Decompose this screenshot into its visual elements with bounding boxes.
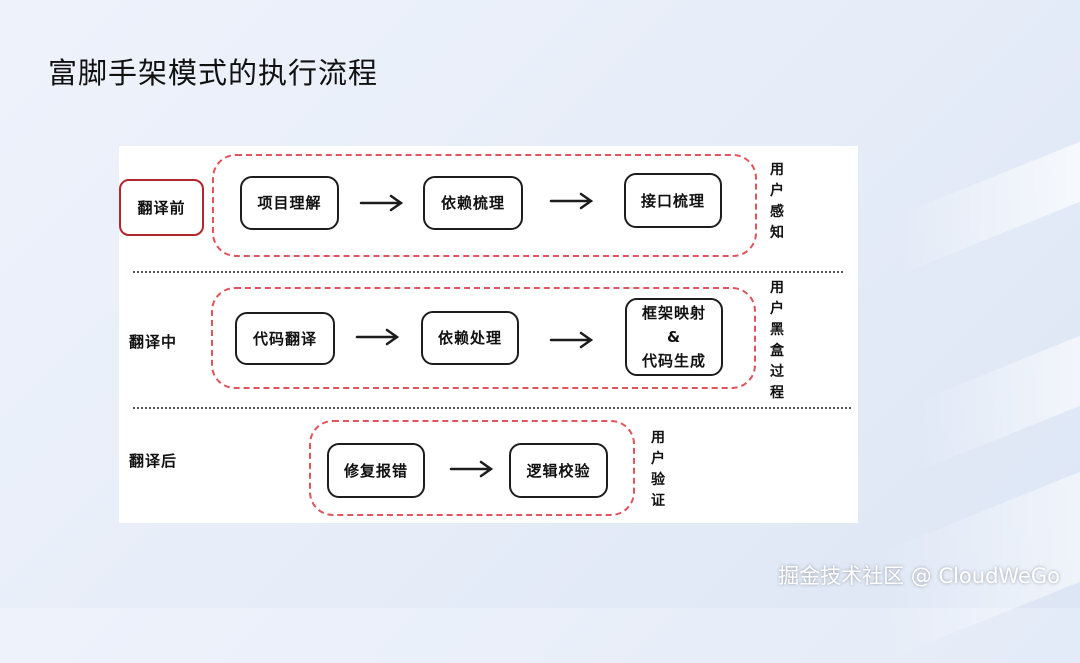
side-label-perception: 用户感知 bbox=[767, 160, 787, 244]
box-logic-verification: 逻辑校验 bbox=[509, 443, 608, 498]
row-separator bbox=[133, 271, 843, 273]
flow-diagram: 翻译前 项目理解 依赖梳理 接口梳理 用户感知 翻译中 代码翻译 依赖处理 框架… bbox=[119, 146, 858, 523]
box-dependency-sorting: 依赖梳理 bbox=[423, 176, 523, 230]
box-line: 代码生成 bbox=[641, 352, 706, 370]
side-label-text: 用户验证 bbox=[651, 430, 665, 509]
row-label-during: 翻译中 bbox=[129, 333, 178, 351]
arrow-right-icon bbox=[355, 328, 400, 346]
box-dependency-handling: 依赖处理 bbox=[421, 311, 519, 365]
arrow-right-icon bbox=[449, 460, 494, 478]
box-code-translation: 代码翻译 bbox=[235, 312, 335, 365]
group-after bbox=[309, 420, 635, 516]
arrow-right-icon bbox=[549, 331, 594, 349]
arrow-right-icon bbox=[549, 192, 594, 210]
arrow-right-icon bbox=[359, 194, 404, 212]
row-label-before: 翻译前 bbox=[119, 179, 204, 236]
box-interface-sorting: 接口梳理 bbox=[624, 173, 722, 228]
side-label-text: 用户黑盒过程 bbox=[770, 280, 784, 401]
box-line: 框架映射 bbox=[641, 304, 706, 322]
slide-title: 富脚手架模式的执行流程 bbox=[48, 56, 379, 90]
group-during bbox=[211, 287, 756, 389]
watermark: 掘金技术社区 @ CloudWeGo bbox=[778, 564, 1060, 588]
side-label-verification: 用户验证 bbox=[648, 428, 668, 512]
row-label-after: 翻译后 bbox=[129, 452, 178, 470]
background-decoration bbox=[920, 319, 1080, 471]
box-framework-mapping-codegen: 框架映射 & 代码生成 bbox=[625, 298, 723, 376]
group-before bbox=[212, 154, 757, 257]
box-line: & bbox=[666, 328, 682, 346]
background-decoration bbox=[900, 125, 1080, 275]
box-project-understanding: 项目理解 bbox=[240, 176, 339, 230]
side-label-blackbox: 用户黑盒过程 bbox=[767, 278, 787, 404]
background-decoration bbox=[880, 447, 1080, 663]
box-fix-errors: 修复报错 bbox=[327, 443, 425, 498]
row-separator bbox=[133, 407, 851, 409]
side-label-text: 用户感知 bbox=[770, 162, 784, 241]
